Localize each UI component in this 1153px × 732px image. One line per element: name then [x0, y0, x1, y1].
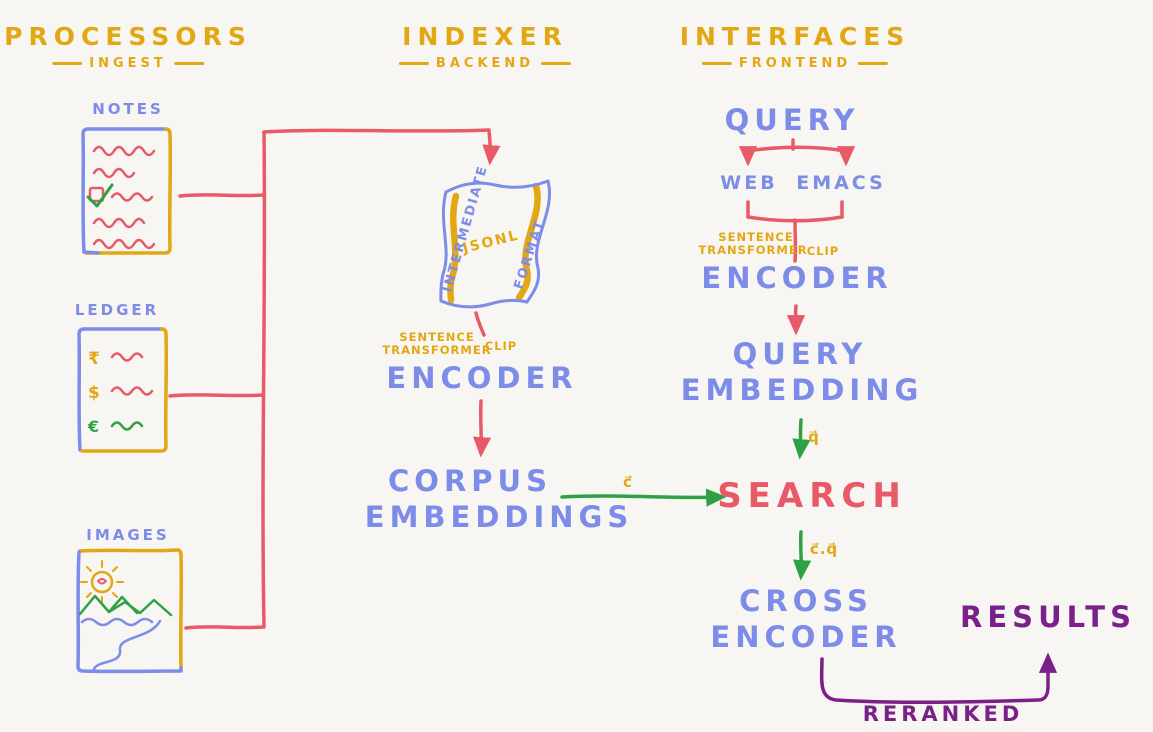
interfaces-model-clip: CLIP	[806, 244, 840, 258]
subtitle-dash	[541, 62, 572, 65]
sun-icon	[80, 560, 124, 604]
notes-scribbles	[88, 145, 156, 250]
interfaces-subtitle-text: FRONTEND	[738, 56, 852, 71]
ledger-connector-line	[168, 393, 265, 398]
query-vector-label: q⃗	[808, 428, 820, 446]
query-flow-arrows	[738, 138, 856, 336]
reranked-label: RERANKED	[862, 702, 1024, 726]
notes-document-icon	[81, 127, 173, 255]
dollar-symbol: $	[88, 383, 100, 403]
scroll-to-encoder-line	[474, 311, 486, 337]
cross-to-results-arrow	[819, 652, 1058, 705]
query-embedding-line2: EMBEDDING	[680, 373, 924, 407]
results-node: RESULTS	[960, 600, 1136, 634]
images-document-icon	[76, 548, 184, 674]
processors-column-subtitle: INGEST	[52, 56, 204, 71]
encoder-to-corpus-arrow	[472, 399, 492, 458]
indexer-flow-arrows	[472, 311, 492, 458]
ledger-label: LEDGER	[74, 301, 160, 319]
rupee-symbol: ₹	[88, 349, 100, 369]
indexer-encoder-node: ENCODER	[386, 361, 578, 395]
processors-subtitle-text: INGEST	[89, 56, 167, 71]
indexer-subtitle-text: BACKEND	[435, 56, 535, 71]
corpus-embeddings-line2: EMBEDDINGS	[364, 500, 634, 534]
notes-check-icon	[86, 183, 114, 208]
indexer-column-title: INDEXER	[402, 22, 568, 51]
query-node: QUERY	[724, 103, 860, 137]
jsonl-scroll-icon: INTERMEDIATE JSONL FORMAT	[439, 163, 551, 309]
interfaces-column-subtitle: FRONTEND	[701, 56, 889, 71]
subtitle-dash	[173, 62, 204, 65]
notes-label: NOTES	[92, 100, 164, 118]
indexer-column-subtitle: BACKEND	[398, 56, 572, 71]
indexer-model-line2: TRANSFORMER	[382, 343, 492, 357]
images-label: IMAGES	[86, 526, 170, 544]
cross-encoder-line1: CROSS	[739, 584, 873, 618]
ingest-connector-lines	[168, 128, 501, 630]
interfaces-column-title: INTERFACES	[679, 22, 911, 51]
corpus-to-search-arrow	[560, 488, 727, 507]
mountains-icon	[78, 594, 173, 617]
rerank-connector	[819, 652, 1058, 705]
subtitle-dash	[398, 62, 429, 65]
emacs-node: EMACS	[796, 172, 886, 194]
search-to-cross-arrow	[793, 530, 812, 581]
ledger-document-icon: ₹ $ €	[77, 327, 169, 453]
interfaces-model-line2: TRANSFORMER	[698, 243, 808, 257]
embedding-to-search-arrow	[792, 418, 811, 460]
search-arrows	[560, 418, 812, 581]
web-node: WEB	[720, 172, 778, 194]
query-split-bar	[746, 145, 848, 153]
notes-connector-line	[178, 193, 265, 198]
search-node: SEARCH	[717, 476, 907, 516]
cross-encoder-line2: ENCODER	[710, 620, 902, 654]
subtitle-dash	[858, 62, 889, 65]
river-icon	[80, 617, 162, 671]
interfaces-model-line1: SENTENCE	[718, 230, 794, 244]
corpus-vector-label: c⃗	[623, 473, 633, 491]
query-embedding-line1: QUERY	[732, 337, 868, 371]
scroll-left-label: INTERMEDIATE	[440, 163, 491, 294]
euro-symbol: €	[87, 417, 99, 436]
indexer-model-clip: CLIP	[484, 339, 518, 353]
images-connector-line	[184, 625, 265, 630]
ingest-trunk-line	[261, 130, 267, 629]
indexer-input-arrow	[482, 129, 501, 166]
corpus-embeddings-line1: CORPUS	[388, 464, 552, 498]
trunk-to-indexer-line	[262, 128, 491, 134]
interfaces-encoder-node: ENCODER	[701, 261, 893, 295]
dot-product-vector-label: c⃗.q⃗	[809, 540, 839, 558]
indexer-model-line1: SENTENCE	[399, 330, 475, 344]
subtitle-dash	[701, 62, 732, 65]
processors-column-title: PROCESSORS	[4, 22, 252, 51]
subtitle-dash	[52, 62, 83, 65]
